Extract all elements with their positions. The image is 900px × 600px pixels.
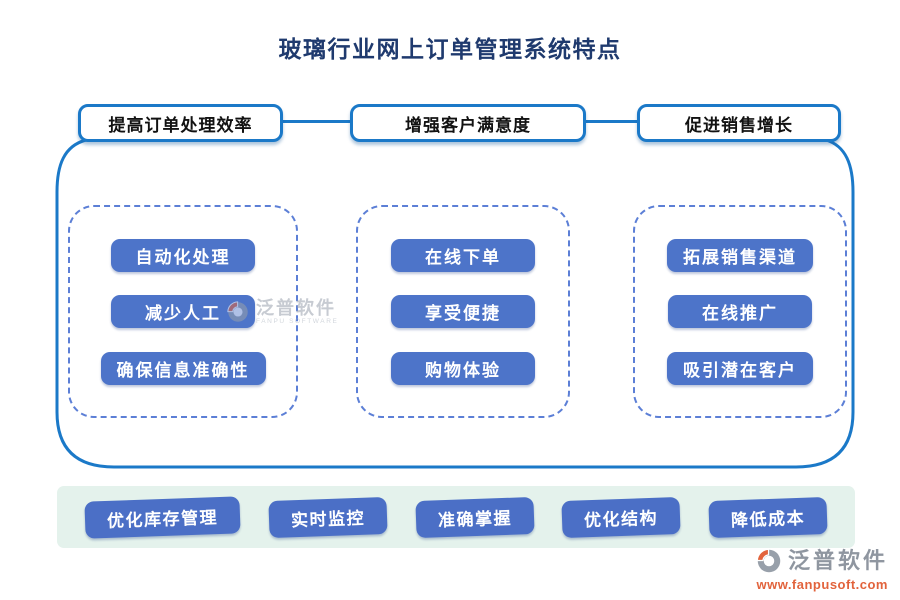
feature-pill: 在线推广 xyxy=(668,295,812,328)
feature-pill: 确保信息准确性 xyxy=(100,351,266,385)
page-title: 玻璃行业网上订单管理系统特点 xyxy=(278,36,622,62)
feature-group-order-efficiency: 自动化处理 减少人工 确保信息准确性 xyxy=(68,205,298,418)
connector-line xyxy=(584,120,640,123)
feature-pill: 自动化处理 xyxy=(111,238,255,272)
feature-group-customer-satisfaction: 在线下单 享受便捷 购物体验 xyxy=(356,205,570,418)
header-box-order-efficiency: 提高订单处理效率 xyxy=(78,104,283,142)
connector-line xyxy=(281,120,353,123)
footer-pill: 优化结构 xyxy=(561,496,681,538)
feature-pill: 减少人工 xyxy=(111,295,255,328)
feature-group-sales-growth: 拓展销售渠道 在线推广 吸引潜在客户 xyxy=(633,205,847,418)
footer-bar: 优化库存管理 实时监控 准确掌握 优化结构 降低成本 xyxy=(57,486,855,548)
fanpu-logo-icon xyxy=(756,548,781,573)
feature-pill: 吸引潜在客户 xyxy=(667,351,813,385)
footer-pill: 优化库存管理 xyxy=(84,495,241,539)
watermark-name: 泛普软件 xyxy=(787,547,888,573)
watermark-url: www.fanpusoft.com xyxy=(756,577,888,592)
footer-pill: 准确掌握 xyxy=(414,496,535,538)
feature-pill: 拓展销售渠道 xyxy=(667,238,813,272)
feature-pill: 在线下单 xyxy=(391,238,535,272)
footer-pill: 降低成本 xyxy=(708,496,828,538)
feature-pill: 享受便捷 xyxy=(391,295,535,328)
header-box-sales-growth: 促进销售增长 xyxy=(637,104,841,142)
footer-pill: 实时监控 xyxy=(268,496,388,538)
feature-pill: 购物体验 xyxy=(391,351,535,385)
footer-watermark: 泛普软件 www.fanpusoft.com xyxy=(754,546,888,592)
header-box-customer-satisfaction: 增强客户满意度 xyxy=(350,104,586,142)
